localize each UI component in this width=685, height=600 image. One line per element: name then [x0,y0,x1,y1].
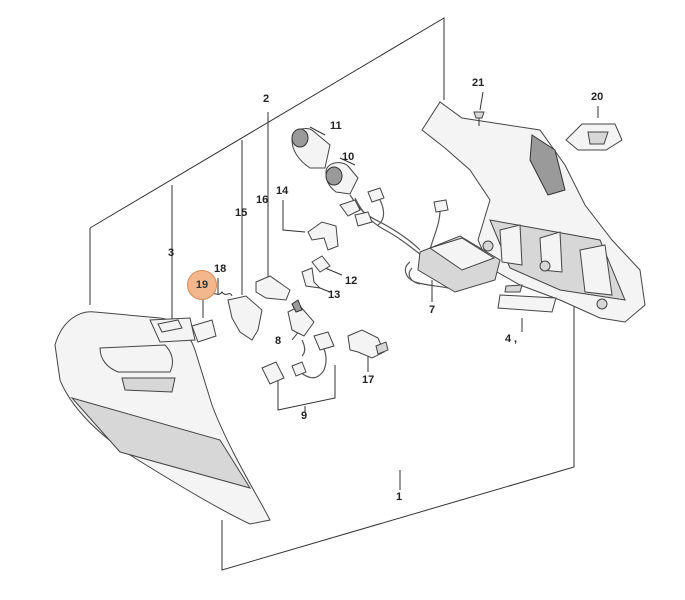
callout-8: 8 [275,335,282,347]
callout-17: 17 [362,374,375,386]
callout-1: 1 [396,491,403,503]
callout-20: 20 [591,91,604,103]
callout-3: 3 [168,247,175,259]
trigger-part-15 [227,295,263,341]
housing-shell [54,311,271,525]
bracket-part-14 [307,221,339,251]
callout-11: 11 [330,120,342,132]
callout-15: 15 [235,207,248,219]
socket-part-10 [325,162,359,195]
rear-housing [421,101,646,323]
plate-part-19 [191,319,217,343]
callout-19-highlight: 19 [187,270,217,300]
seal-part-3 [157,319,183,333]
callout-14: 14 [276,185,289,197]
cover-part-20 [565,123,623,151]
label-plate [497,284,557,313]
switch-part-16 [255,275,291,301]
callout-13: 13 [328,289,341,301]
clip-part-12 [311,255,331,273]
callout-16: 16 [256,194,269,206]
callout-4-suffix: , [514,333,518,345]
assembly-bracket-frame [89,17,575,571]
wire-harness [339,187,449,259]
plug-part-11 [291,127,331,169]
leader-lines [171,91,599,412]
callout-7: 7 [429,304,436,316]
screw-part-21 [473,111,485,126]
callout-9: 9 [301,410,308,422]
callout-21: 21 [472,77,485,89]
callout-10: 10 [342,151,355,163]
callout-18: 18 [214,263,227,275]
control-module [404,235,501,293]
holder-part-17 [347,329,389,359]
callout-4: 4 [505,333,512,345]
callout-12: 12 [345,275,358,287]
clip-part-13 [301,267,322,289]
callout-2: 2 [263,93,270,105]
switch-part-9 [261,331,335,385]
switch-part-8 [287,299,315,337]
